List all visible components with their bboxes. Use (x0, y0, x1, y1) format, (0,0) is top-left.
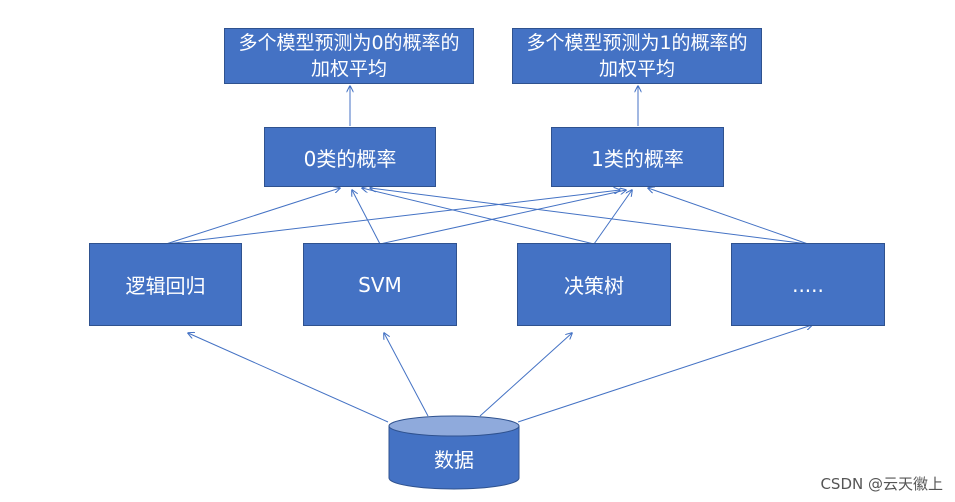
model-label-svm: SVM (358, 272, 402, 297)
arrow-more-to-class0 (370, 188, 809, 245)
model-label-logistic-regression: 逻辑回归 (125, 274, 206, 298)
arrow-data-to-lr (188, 333, 389, 423)
arrow-svm-to-class0 (352, 190, 381, 245)
arrow-lr-to-class0 (165, 188, 340, 245)
arrow-svm-to-class1 (379, 190, 626, 245)
arrow-data-to-more (517, 325, 812, 423)
data-cylinder (388, 415, 520, 490)
avg1-label: 多个模型预测为1的概率的加权平均 (526, 32, 748, 80)
arrow-tree-to-class1 (593, 190, 632, 245)
arrow-tree-to-class0 (362, 188, 595, 245)
arrow-data-to-tree (479, 333, 572, 417)
class1-label: 1类的概率 (591, 146, 684, 171)
model-box-svm: SVM (303, 243, 457, 326)
avg0-label: 多个模型预测为0的概率的加权平均 (238, 32, 460, 80)
model-box-more: ..... (731, 243, 885, 326)
arrow-more-to-class1 (648, 188, 809, 245)
avg1-box: 多个模型预测为1的概率的加权平均 (512, 28, 762, 84)
watermark: CSDN @云天徽上 (820, 475, 943, 493)
data-label: 数据 (434, 447, 474, 472)
class1-box: 1类的概率 (551, 127, 724, 187)
class0-box: 0类的概率 (264, 127, 436, 187)
arrow-lr-to-class1 (165, 190, 620, 245)
model-box-logistic-regression: 逻辑回归 (89, 243, 242, 326)
arrow-data-to-svm (384, 333, 429, 417)
model-box-decision-tree: 决策树 (517, 243, 671, 326)
model-label-more: ..... (792, 272, 824, 297)
avg0-box: 多个模型预测为0的概率的加权平均 (224, 28, 474, 84)
model-label-decision-tree: 决策树 (564, 274, 624, 298)
class0-label: 0类的概率 (303, 146, 397, 171)
